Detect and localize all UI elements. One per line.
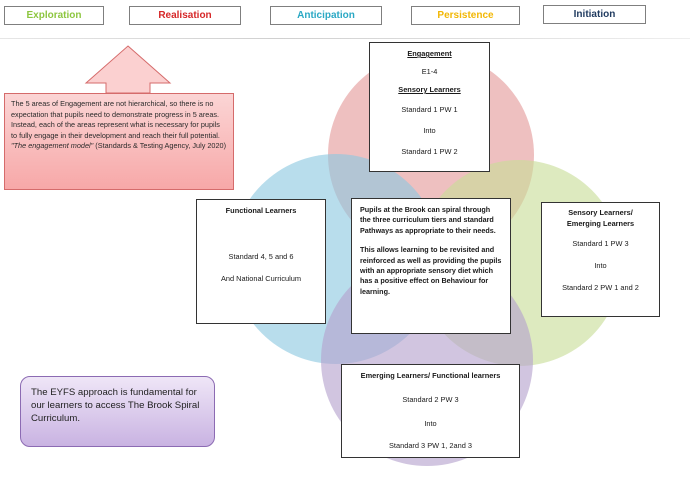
functional-learners-box: Functional Learners Standard 4, 5 and 6 … [196,199,326,324]
note-text: The 5 areas of Engagement are not hierar… [11,99,220,140]
tab-initiation[interactable]: Initiation [543,5,646,24]
engagement-subtitle: Sensory Learners [398,85,461,94]
emerging-into: Into [424,419,437,428]
emerging-title: Emerging Learners/ Functional learners [360,371,501,380]
up-arrow-shape [84,45,172,94]
sensory-to: Standard 2 PW 1 and 2 [562,283,639,292]
eyfs-callout: The EYFS approach is fundamental for our… [20,376,215,447]
spiral-para-2: This allows learning to be revisited and… [360,245,502,296]
engagement-box: Engagement E1-4 Sensory Learners Standar… [369,42,490,172]
sensory-title-line1: Sensory Learners/ [568,208,633,217]
functional-extra: And National Curriculum [220,274,302,283]
spiral-para-1: Pupils at the Brook can spiral through t… [360,205,496,235]
engagement-from: Standard 1 PW 1 [401,105,458,114]
engagement-level: E1-4 [421,67,438,76]
tab-anticipation[interactable]: Anticipation [270,6,382,25]
note-quote: "The engagement model" [11,141,94,151]
tab-realisation[interactable]: Realisation [129,6,241,25]
engagement-title: Engagement [407,49,452,58]
engagement-to: Standard 1 PW 2 [401,147,458,156]
emerging-to: Standard 3 PW 1, 2and 3 [389,441,472,450]
sensory-from: Standard 1 PW 3 [572,239,629,248]
spiral-explanation-box: Pupils at the Brook can spiral through t… [351,198,511,334]
engagement-into: Into [423,126,436,135]
sensory-into: Into [594,261,607,270]
tab-exploration[interactable]: Exploration [4,6,104,25]
sensory-emerging-box: Sensory Learners/ Emerging Learners Stan… [541,202,660,317]
note-citation: (Standards & Testing Agency, July 2020) [93,141,227,151]
tab-persistence[interactable]: Persistence [411,6,520,25]
emerging-functional-box: Emerging Learners/ Functional learners S… [341,364,520,458]
engagement-areas-note: The 5 areas of Engagement are not hierar… [4,93,234,190]
functional-standard: Standard 4, 5 and 6 [228,252,294,261]
functional-title: Functional Learners [225,206,297,215]
header-divider [0,38,690,39]
emerging-from: Standard 2 PW 3 [402,395,459,404]
eyfs-text: The EYFS approach is fundamental for our… [31,387,200,424]
sensory-title-line2: Emerging Learners [566,219,635,228]
